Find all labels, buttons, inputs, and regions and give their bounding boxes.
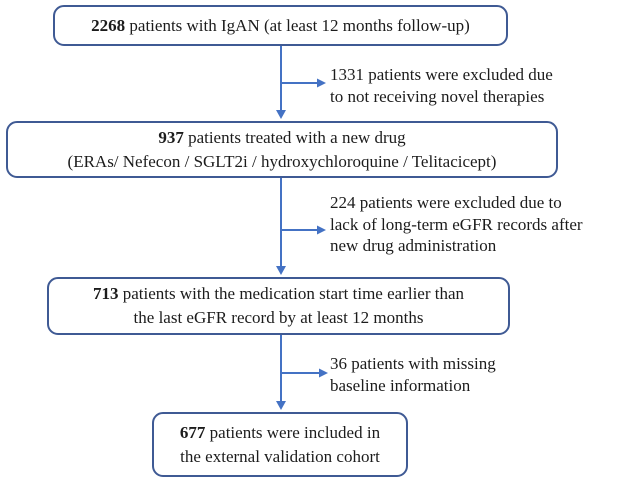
note-exclusion-3-line1: 36 patients with missing <box>330 354 496 373</box>
box-validation-cohort-line1: 677 patients were included in <box>180 421 380 445</box>
box-new-drug-text: patients treated with a new drug <box>188 127 406 147</box>
box-igan-cohort-text: patients with IgAN (at least 12 months f… <box>129 15 470 35</box>
note-exclusion-1-line2: to not receiving novel therapies <box>330 86 545 106</box>
box-medication-timing-count: 713 <box>92 284 119 303</box>
box-validation-cohort-count: 677 <box>179 422 206 442</box>
box-medication-timing: 713 patients with the medication start t… <box>47 277 510 335</box>
arrow-timing-to-validation <box>276 335 286 410</box>
arrow-igan-to-newdrug <box>276 46 286 119</box>
arrow-branch-exclusion-3 <box>281 368 328 378</box>
note-exclusion-2-line2: lack of long-term eGFR records after <box>330 214 583 234</box>
box-new-drug-line1: 937 patients treated with a new drug <box>158 126 405 150</box>
note-exclusion-3-line2: baseline information <box>330 375 471 395</box>
box-medication-timing-line2: the last eGFR record by at least 12 mont… <box>133 308 424 327</box>
box-new-drug: 937 patients treated with a new drug (ER… <box>6 121 558 178</box>
note-exclusion-egfr-records: 224 patients were excluded due to lack o… <box>330 192 583 257</box>
box-new-drug-count: 937 <box>158 127 184 147</box>
box-igan-cohort-line1: 2268 patients with IgAN (at least 12 mon… <box>91 14 470 38</box>
box-igan-cohort-count: 2268 <box>91 15 126 35</box>
box-medication-timing-line1: 713 patients with the medication start t… <box>93 282 464 306</box>
note-exclusion-no-novel-therapies: 1331 patients were excluded due to not r… <box>330 64 553 107</box>
note-exclusion-2-line3: new drug administration <box>330 236 497 255</box>
box-medication-timing-text: patients with the medication start time … <box>122 284 465 303</box>
box-new-drug-line2: (ERAs/ Nefecon / SGLT2i / hydroxychloroq… <box>67 151 497 171</box>
arrow-branch-exclusion-1 <box>281 78 326 88</box>
box-validation-cohort-line2: the external validation cohort <box>180 446 380 466</box>
box-igan-cohort: 2268 patients with IgAN (at least 12 mon… <box>53 5 508 46</box>
note-exclusion-2-line1: 224 patients were excluded due to <box>330 193 562 212</box>
arrow-newdrug-to-timing <box>276 178 286 275</box>
box-validation-cohort: 677 patients were included in the extern… <box>152 412 408 477</box>
box-validation-cohort-text: patients were included in <box>209 422 381 442</box>
arrow-branch-exclusion-2 <box>281 225 326 235</box>
note-exclusion-missing-baseline: 36 patients with missing baseline inform… <box>330 353 496 396</box>
note-exclusion-1-line1: 1331 patients were excluded due <box>330 65 553 84</box>
